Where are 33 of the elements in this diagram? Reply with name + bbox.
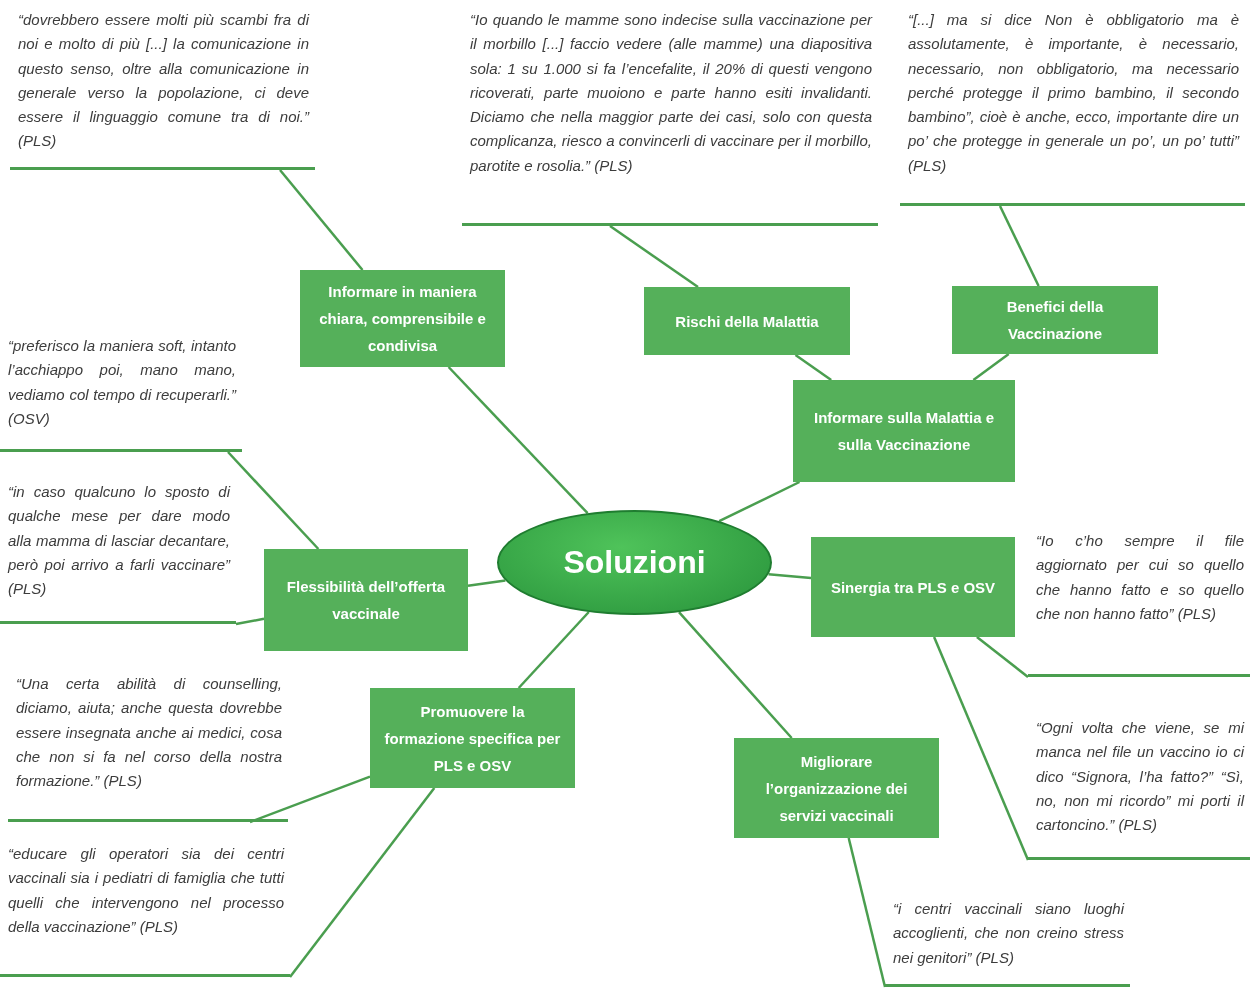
topic-box: Rischi della Malattia	[644, 287, 850, 355]
leader-line	[249, 775, 371, 824]
connector-line	[467, 579, 506, 588]
connector-line	[718, 480, 801, 523]
central-ellipse: Soluzioni	[497, 510, 772, 615]
quote-text: “educare gli operatori sia dei centri vaccinali sia i pediatri di famiglia che tutti quelli che intervengono nel processo della vaccinazione” (PLS)	[0, 838, 290, 977]
quote-text: “in caso qualcuno lo sposto di qualche mese per dare modo alla mamma di lasciar decantare, però poi arrivo a farli vaccinare” (PLS)	[0, 476, 236, 624]
topic-box: Informare sulla Malattia e sulla Vaccinazione	[793, 380, 1015, 482]
connector-line	[794, 353, 832, 382]
quote-text: “Io quando le mamme sono indecise sulla vaccinazione per il morbillo [...] faccio vedere (alle mamme) una diapositiva sola: 1 su 1.000 si fa l’encefalite, il 20% di questi vengono ricoverati, parte muoiono e parte hanno esiti invalidanti. Diciamo che nella maggior parte dei casi, solo con questa complicanza, riesco a convincerli di vaccinare per il morbillo, parotite e rosolia.” (PLS)	[462, 4, 878, 226]
topic-box: Benefici della Vaccinazione	[952, 286, 1158, 354]
topic-box: Sinergia tra PLS e OSV	[811, 537, 1015, 637]
leader-line	[289, 787, 436, 978]
connector-line	[972, 353, 1010, 381]
topic-box: Informare in maniera chiara, comprensibile e condivisa	[300, 270, 505, 367]
quote-text: “Io c’ho sempre il file aggiornato per cui so quello che hanno fatto e so quello che non hanno fatto” (PLS)	[1028, 525, 1250, 677]
leader-line	[279, 169, 364, 271]
quote-text: “[...] ma si dice Non è obbligatorio ma è assolutamente, è importante, è necessario, necessario, non obbligatorio, ma necessario perché protegge il primo bambino, il secondo bambino”, cioè è anche, ecco, importante dire un po’ che protegge in generale un po’, un po’ tutti” (PLS)	[900, 4, 1245, 206]
quote-text: “Ogni volta che viene, se mi manca nel file un vaccino io ci dico “Signora, l’ha fatto?” “Sì, no, non mi ricordo” mi porti il cartoncino.” (PLS)	[1028, 712, 1250, 860]
leader-line	[227, 451, 320, 550]
topic-box: Migliorare l’organizzazione dei servizi vaccinali	[734, 738, 939, 838]
leader-line	[235, 617, 265, 626]
topic-box: Flessibilità dell’offerta vaccinale	[264, 549, 468, 651]
leader-line	[976, 636, 1029, 678]
quote-text: “Una certa abilità di counselling, diciamo, aiuta; anche questa dovrebbe essere insegnata anche ai medici, cosa che non si fa nel corso della nostra formazione.” (PLS)	[8, 668, 288, 822]
leader-line	[847, 837, 887, 988]
leader-line	[932, 636, 1030, 861]
quote-text: “preferisco la maniera soft, intanto l’acchiappo poi, mano mano, vediamo col tempo di recuperarli.” (OSV)	[0, 330, 242, 452]
topic-box: Promuovere la formazione specifica per PLS e OSV	[370, 688, 575, 788]
quote-text: “i centri vaccinali siano luoghi accoglienti, che non creino stress nei genitori” (PLS)	[885, 893, 1130, 987]
leader-line	[998, 205, 1040, 287]
leader-line	[609, 224, 699, 289]
quote-text: “dovrebbero essere molti più scambi fra di noi e molto di più [...] la comunicazione in questo senso, oltre alla comunicazione in generale verso la popolazione, ci deve essere il linguaggio comune tra di noi.” (PLS)	[10, 4, 315, 170]
